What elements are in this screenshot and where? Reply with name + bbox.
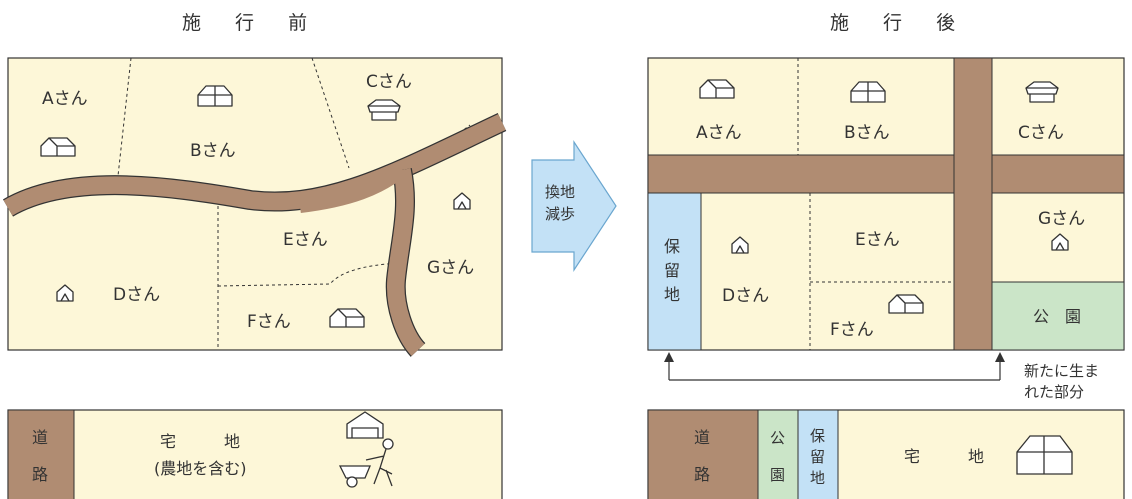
reserve-land-char-1: 保: [664, 237, 680, 256]
house-icon: [1016, 435, 1073, 475]
house-icon: [1025, 81, 1059, 103]
legend-after-road-char-1: 道: [694, 428, 710, 447]
owner-c-label: Cさん: [366, 72, 412, 92]
after-owner-g-label: Gさん: [1038, 209, 1085, 229]
before-map: Aさん Bさん Cさん Dさん Eさん Fさん Gさん: [2, 57, 507, 357]
house-icon: [197, 85, 233, 107]
legend-residential-label: 宅 地: [160, 432, 240, 451]
farmer-icon: [338, 411, 394, 488]
title-after: 施 行 後: [830, 12, 970, 34]
park-label: 公 園: [1033, 307, 1081, 326]
house-icon: [40, 137, 76, 157]
after-owner-e-label: Eさん: [855, 230, 900, 250]
legend-after-reserve-char-3: 地: [810, 469, 825, 487]
owner-e-label: Eさん: [283, 230, 328, 250]
house-icon: [888, 294, 924, 314]
house-icon: [329, 308, 365, 328]
legend-after-reserve-char-2: 留: [810, 448, 825, 466]
after-map: Aさん Bさん Cさん Dさん Eさん Fさん Gさん 保 留 地 公 園 新た…: [647, 57, 1125, 401]
house-icon: [850, 81, 886, 103]
after-owner-a-label: Aさん: [696, 123, 742, 143]
owner-a-label: Aさん: [42, 89, 88, 109]
legend-after-reserve-char-1: 保: [810, 427, 825, 445]
title-before: 施 行 前: [182, 12, 322, 34]
legend-road-char-2: 路: [32, 465, 48, 484]
reserve-land-char-2: 留: [664, 261, 680, 280]
before-road: [3, 114, 506, 216]
after-reserve-land: [647, 192, 702, 351]
arrow-label-line1: 換地: [545, 183, 575, 201]
before-branch-road: [387, 168, 425, 356]
transition-arrow: 換地 減歩: [531, 139, 617, 273]
legend-road-char-1: 道: [32, 428, 48, 447]
after-owner-f-label: Fさん: [830, 320, 874, 340]
after-owner-d-label: Dさん: [722, 286, 769, 306]
after-owner-c-label: Cさん: [1018, 123, 1064, 143]
new-part-label-line1: 新たに生ま: [1024, 362, 1099, 380]
arrow-label-line2: 減歩: [545, 205, 575, 223]
legend-after-residential-label: 宅 地: [904, 447, 984, 466]
owner-g-label: Gさん: [427, 258, 474, 278]
after-owner-b-label: Bさん: [844, 123, 890, 143]
legend-after-park-char-2: 園: [770, 466, 785, 484]
after-road-vertical: [953, 57, 993, 351]
owner-f-label: Fさん: [247, 312, 291, 332]
legend-after: 道 路 公 園 保 留 地 宅 地: [647, 409, 1125, 499]
reserve-land-char-3: 地: [664, 285, 680, 304]
house-icon: [699, 79, 735, 99]
new-part-label-line2: れた部分: [1024, 383, 1084, 401]
owner-b-label: Bさん: [190, 141, 236, 161]
after-road-horizontal: [647, 154, 1125, 194]
legend-before: 道 路 宅 地 (農地を含む): [7, 409, 503, 499]
after-park: [991, 281, 1125, 351]
legend-after-road-char-2: 路: [694, 465, 710, 484]
house-icon: [367, 99, 401, 121]
owner-d-label: Dさん: [113, 285, 160, 305]
legend-after-park-char-1: 公: [770, 429, 785, 447]
legend-residential-note: (農地を含む): [154, 459, 247, 478]
